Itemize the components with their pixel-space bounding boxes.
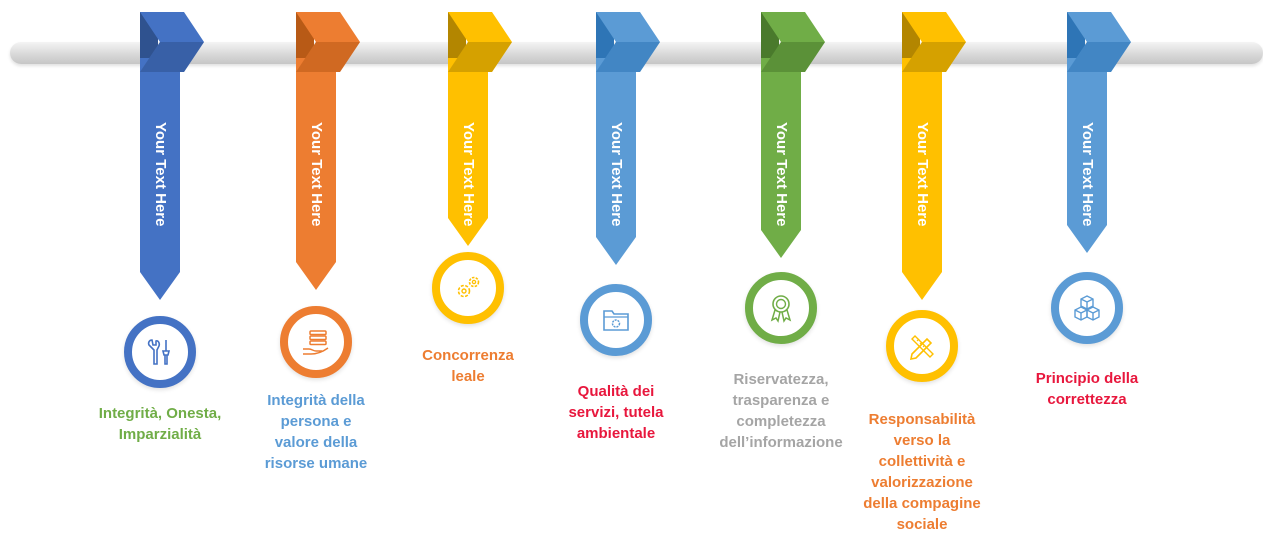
step-label-5: Riservatezza, trasparenza e completezza … [719,371,843,451]
step-circle-7 [1051,272,1123,344]
step-circle-5 [745,272,817,344]
award-icon [770,295,792,323]
hand-stack-icon [303,330,329,355]
ribbon-text: Your Text Here [460,122,477,227]
pencil-ruler-icon [909,335,934,361]
step-circle-6 [886,310,958,382]
ribbon-arrow-5: Your Text Here [761,0,825,258]
folder-gear-icon [603,310,629,331]
step-circle-2 [280,306,352,378]
step-label-6: Responsabilità verso la collettività e v… [863,411,981,533]
ribbon-arrow-4: Your Text Here [596,0,660,265]
ribbon-arrow-1: Your Text Here [140,0,204,300]
ribbon-text: Your Text Here [152,122,169,227]
ribbon-arrow-3: Your Text Here [448,0,512,246]
step-label-4: Qualità dei servizi, tutela ambientale [568,383,664,442]
gears-icon [457,276,480,298]
ribbon-text: Your Text Here [773,122,790,227]
ribbon-text: Your Text Here [608,122,625,227]
step-label-2: Integrità della persona e valore della r… [264,392,368,472]
ribbon-arrow-7: Your Text Here [1067,0,1131,253]
step-circle-4 [580,284,652,356]
ribbon-arrow-2: Your Text Here [296,0,360,290]
step-circle-3 [432,252,504,324]
step-label-1: Integrità, Onesta, Imparzialità [98,405,222,443]
tools-icon [147,339,171,365]
cubes-icon [1074,295,1100,321]
ribbon-text: Your Text Here [1079,122,1096,227]
ribbon-text: Your Text Here [308,122,325,227]
step-circle-1 [124,316,196,388]
step-label-3: Concorrenza leale [422,347,514,385]
ribbon-arrow-6: Your Text Here [902,0,966,300]
step-label-7: Principio della correttezza [1035,370,1139,408]
ribbon-text: Your Text Here [914,122,931,227]
